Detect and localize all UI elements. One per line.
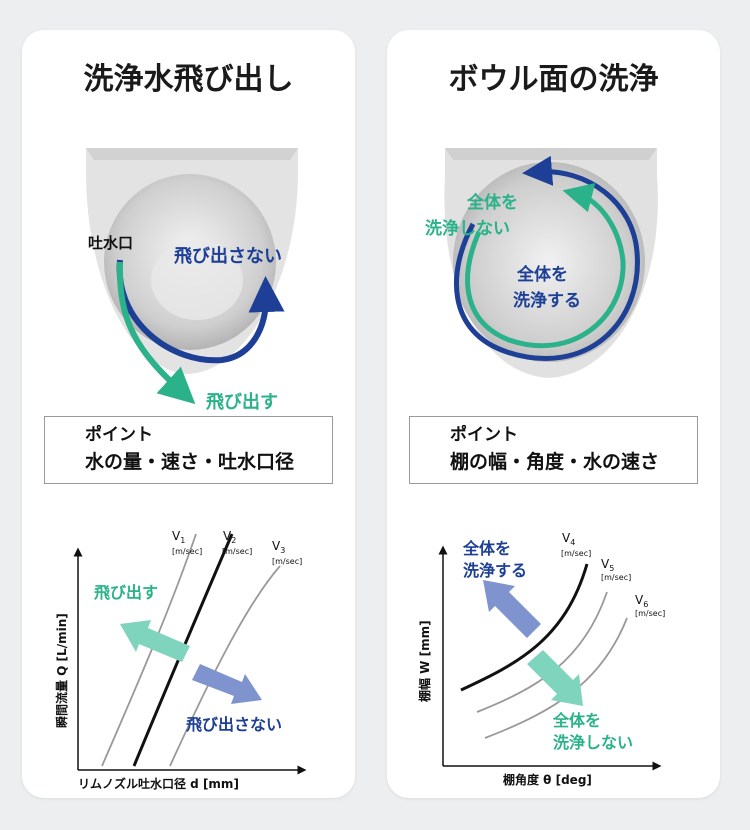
toilet-bowl-illustration: 全体を 洗浄しない 全体を 洗浄する — [425, 148, 658, 378]
partial-wash-direction-arrow — [527, 650, 583, 706]
point-heading: ポイント — [450, 425, 518, 445]
chart-partial-label-2: 洗浄しない — [553, 733, 633, 752]
curve-label-v4: V4 [m/sec] — [561, 531, 591, 558]
shelf-chart: V4 [m/sec] V5 [m/sec] V6 [m/sec] 全体を 洗浄す… — [417, 531, 665, 787]
svg-text:[m/sec]: [m/sec] — [222, 547, 252, 556]
svg-text:[m/sec]: [m/sec] — [601, 573, 631, 582]
chart-splash-label: 飛び出す — [93, 583, 158, 602]
chart-no-splash-label: 飛び出さない — [185, 715, 282, 734]
curve-v2 — [132, 533, 234, 767]
y-axis-label: 棚幅 W [mm] — [417, 620, 432, 702]
splash-arrow — [116, 261, 196, 405]
chart-partial-label-1: 全体を — [552, 711, 601, 730]
whole-label-2: 洗浄する — [513, 290, 581, 311]
splash-direction-arrow — [120, 620, 190, 662]
svg-text:[m/sec]: [m/sec] — [272, 557, 302, 566]
splash-card: 洗浄水飛び出し 吐水口 飛び出さない 飛び出す ポイント — [22, 30, 355, 798]
svg-text:V5: V5 — [601, 557, 614, 573]
no-splash-direction-arrow — [192, 664, 262, 704]
point-box: ポイント 水の量・速さ・吐水口径 — [44, 416, 333, 484]
curve-v4 — [460, 563, 589, 692]
point-heading: ポイント — [85, 425, 153, 445]
svg-text:[m/sec]: [m/sec] — [561, 549, 591, 558]
curve-label-v2: V2 [m/sec] — [222, 529, 252, 556]
no-splash-label: 飛び出さない — [174, 245, 282, 267]
svg-text:[m/sec]: [m/sec] — [635, 609, 665, 618]
splash-label: 飛び出す — [206, 391, 278, 412]
flow-chart: V1 [m/sec] V2 [m/sec] V3 [m/sec] 飛び出す 飛び… — [54, 529, 307, 791]
curve-v3 — [169, 565, 281, 767]
curve-label-v6: V6 [m/sec] — [635, 593, 665, 618]
point-body: 水の量・速さ・吐水口径 — [85, 451, 295, 473]
curve-label-v5: V5 [m/sec] — [601, 557, 631, 582]
chart-whole-label-2: 洗浄する — [463, 561, 527, 580]
no-splash-arrow — [116, 259, 285, 364]
svg-text:V4: V4 — [562, 531, 575, 547]
bowl-top-edge — [445, 148, 657, 160]
bowl-wash-card: ボウル面の洗浄 全体を 洗浄しない 全体を 洗浄する ポイント 棚 — [387, 30, 720, 798]
not-whole-label-1: 全体を — [466, 192, 518, 213]
x-axis-label: リムノズル吐水口径 d [mm] — [78, 776, 239, 791]
whole-wash-direction-arrow — [483, 580, 541, 638]
card-title: ボウル面の洗浄 — [448, 62, 659, 97]
chart-whole-label-1: 全体を — [462, 539, 511, 558]
bowl-center — [151, 240, 243, 320]
svg-text:V1: V1 — [172, 529, 185, 545]
curve-label-v3: V3 [m/sec] — [272, 539, 302, 566]
whole-wash-blue-loop — [454, 155, 640, 361]
point-body: 棚の幅・角度・水の速さ — [450, 451, 660, 473]
curve-label-v1: V1 [m/sec] — [172, 529, 202, 556]
y-axis-label: 瞬間流量 Q [L/min] — [54, 613, 69, 728]
not-whole-label-2: 洗浄しない — [425, 218, 510, 239]
svg-text:V2: V2 — [223, 529, 236, 545]
partial-wash-green-loop — [465, 183, 626, 348]
bowl-top-edge — [86, 148, 298, 160]
toilet-bowl-illustration: 吐水口 飛び出さない 飛び出す — [86, 148, 298, 412]
spout-label: 吐水口 — [88, 234, 133, 252]
whole-label-1: 全体を — [516, 264, 568, 285]
svg-text:V3: V3 — [272, 539, 285, 555]
svg-text:[m/sec]: [m/sec] — [172, 547, 202, 556]
card-title: 洗浄水飛び出し — [83, 62, 294, 97]
point-box: ポイント 棚の幅・角度・水の速さ — [409, 416, 698, 484]
bowl-basin — [453, 162, 645, 362]
x-axis-label: 棚角度 θ [deg] — [503, 772, 592, 787]
svg-text:V6: V6 — [635, 593, 648, 609]
